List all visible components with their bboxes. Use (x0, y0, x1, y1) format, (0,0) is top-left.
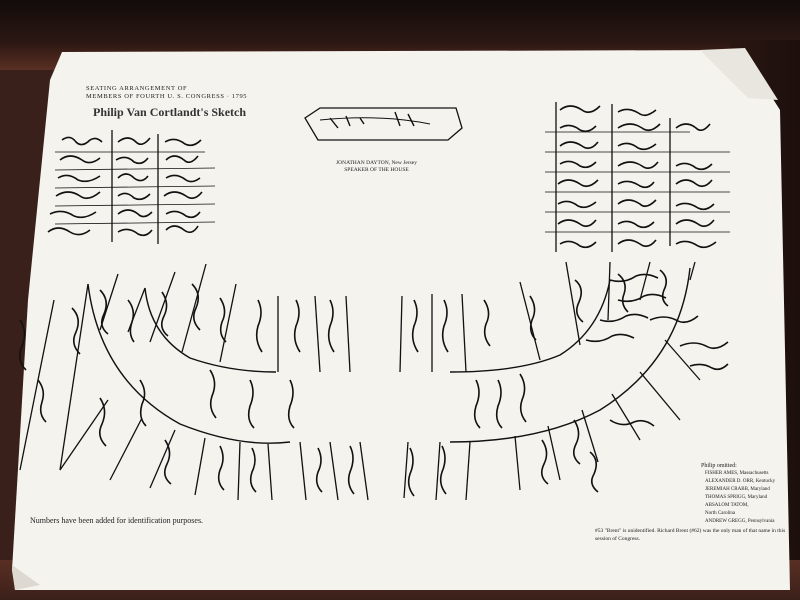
sketch-title: Philip Van Cortlandt's Sketch (93, 105, 247, 119)
upper-left-seating-block (47, 130, 216, 244)
speaker-label: JONATHAN DAYTON, New Jersey SPEAKER OF T… (336, 160, 417, 174)
footnote: Numbers have been added for identificati… (30, 516, 204, 525)
omitted-member: JEREMIAH CRABB, Maryland (705, 487, 770, 492)
title-line-1: SEATING ARRANGEMENT OF (86, 85, 188, 92)
omitted-member: FISHER AMES, Massachusetts (705, 471, 769, 476)
omitted-member: ANDREW GREGG, Pennsylvania (705, 519, 775, 524)
omitted-member: ALEXANDER D. ORR, Kentucky (705, 479, 776, 484)
right-semicircle-seating (399, 261, 729, 501)
title-line-2: MEMBERS OF FOURTH U. S. CONGRESS · 1795 (86, 93, 248, 100)
omitted-member: THOMAS SPRIGG, Maryland (705, 495, 768, 500)
speaker-name: JONATHAN DAYTON, New Jersey (336, 160, 417, 166)
speaker-desk (304, 107, 463, 141)
brent-note: #53 "Brent" is unidentified. Richard Bre… (595, 528, 786, 542)
omitted-members-list: Philip omitted: FISHER AMES, Massachuset… (701, 462, 800, 526)
speaker-role: SPEAKER OF THE HOUSE (344, 167, 409, 173)
left-semicircle-seating (18, 263, 369, 501)
omitted-member: North Carolina (705, 511, 736, 516)
omitted-member: ABSALOM TATOM, (705, 503, 749, 508)
omitted-heading: Philip omitted: (701, 463, 737, 469)
upper-right-seating-block (545, 102, 730, 252)
